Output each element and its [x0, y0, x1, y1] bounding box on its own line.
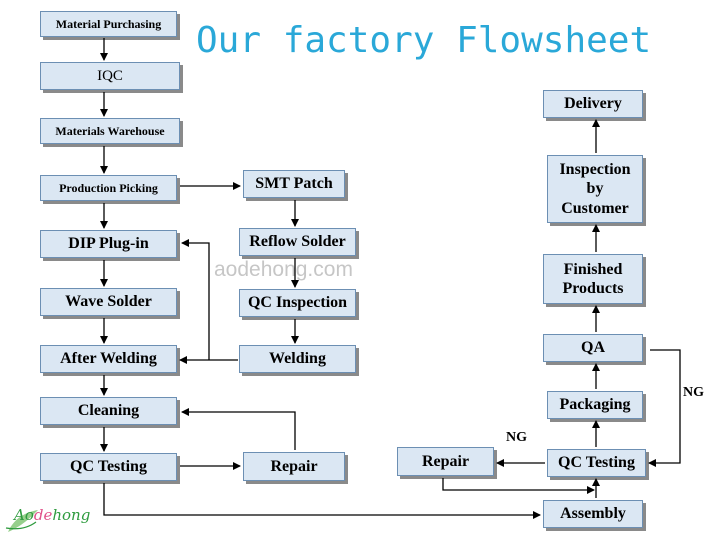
node-repair-right: Repair: [397, 447, 494, 476]
node-production-picking: Production Picking: [40, 175, 177, 201]
node-dip-plug-in: DIP Plug-in: [40, 230, 177, 258]
node-welding: Welding: [239, 345, 356, 373]
arrow-qc-to-assembly: [103, 483, 541, 519]
node-repair-left: Repair: [243, 452, 345, 481]
node-inspection-by-customer: Inspection by Customer: [547, 155, 643, 223]
aodehong-logo: Aodehong: [4, 498, 114, 538]
arrow-repair-to-cleaning: [181, 408, 296, 450]
node-assembly: Assembly: [543, 500, 643, 528]
node-packaging: Packaging: [547, 391, 643, 419]
node-qa: QA: [543, 334, 643, 362]
node-wave-solder: Wave Solder: [40, 288, 177, 316]
node-delivery: Delivery: [543, 90, 643, 118]
node-material-purchasing: Material Purchasing: [40, 11, 177, 37]
ng-label-right: NG: [683, 385, 704, 400]
node-cleaning: Cleaning: [40, 397, 177, 425]
ng-label-left: NG: [506, 430, 527, 445]
node-qc-testing-left: QC Testing: [40, 453, 177, 481]
logo-text-de: de: [33, 506, 53, 524]
arrow-repair-to-qc-line: [442, 478, 595, 494]
arrow-qa-ng-loop: [648, 349, 681, 467]
arrow-loop-to-dip: [181, 239, 210, 360]
watermark-text: aodehong.com: [214, 258, 353, 281]
node-qc-inspection: QC Inspection: [239, 289, 356, 317]
node-qc-testing-right: QC Testing: [547, 449, 646, 477]
node-after-welding: After Welding: [40, 345, 177, 373]
page-title: Our factory Flowsheet: [196, 20, 652, 61]
logo-text-hong: hong: [52, 506, 91, 524]
node-materials-warehouse: Materials Warehouse: [40, 118, 180, 144]
logo-text-ao: Ao: [14, 506, 34, 524]
node-finished-products: Finished Products: [543, 254, 643, 304]
leaf-icon: [5, 510, 38, 532]
node-reflow-solder: Reflow Solder: [239, 228, 356, 256]
node-iqc: IQC: [40, 62, 180, 90]
node-smt-patch: SMT Patch: [243, 170, 345, 198]
